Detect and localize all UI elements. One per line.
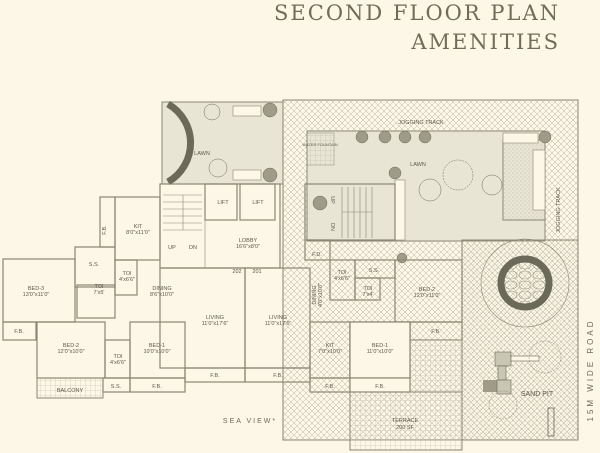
sand-pit-label: SAND PIT xyxy=(521,391,554,398)
amenity-area xyxy=(161,99,579,441)
fb-label: F.B. xyxy=(375,384,385,390)
fb-label: F.B. xyxy=(273,373,283,379)
toi-dim: 4'x6'6" xyxy=(119,277,135,283)
lift-2-label: LIFT xyxy=(252,200,264,206)
kit-dim: 7'0"x10'0" xyxy=(318,349,342,355)
bed-2-label: BED-2 xyxy=(419,287,435,293)
water-fountain-label: WATER FOUNTAIN xyxy=(302,142,337,147)
fb-label: F.B. xyxy=(325,384,335,390)
stone-circle xyxy=(497,255,553,311)
curved-planter xyxy=(166,100,194,186)
building xyxy=(2,183,463,451)
water-fountain xyxy=(306,132,335,166)
trees xyxy=(203,102,552,264)
bed-1-label: BED-1 xyxy=(149,343,165,349)
fb-label: F.B. xyxy=(14,329,24,335)
lawn-right-label: LAWN xyxy=(410,162,426,168)
toi-dim: 7'x4' xyxy=(363,292,374,298)
toi-label: TOI xyxy=(113,354,123,360)
bed-1-label: BED-1 xyxy=(372,343,388,349)
toi-label: TOI xyxy=(363,286,373,292)
fb-label: F.B. xyxy=(210,373,220,379)
bed-2-label: BED-2 xyxy=(63,343,79,349)
bed-1-dim: 10'0"x10'0" xyxy=(143,349,170,355)
terrace-label: TERRACE xyxy=(392,418,419,424)
toi-label: TOI xyxy=(94,284,104,290)
toi-label: TOI xyxy=(122,271,132,277)
dining-label: DINING xyxy=(152,286,171,292)
fd-label: F.D. xyxy=(312,252,322,258)
balcony-label: BALCONY xyxy=(57,388,84,394)
lawn-left-label: LAWN xyxy=(194,151,210,157)
play-equipment xyxy=(483,340,562,437)
lift-1-label: LIFT xyxy=(217,200,229,206)
right-stair xyxy=(341,187,373,238)
kit-label: KIT xyxy=(326,343,335,349)
kit-dim: 8'0"x11'0" xyxy=(126,230,150,236)
toi-dim: 7'x5' xyxy=(94,290,105,296)
toi-dim: 4'x6'6" xyxy=(334,276,350,282)
terrace-area-label: 200 SF xyxy=(396,425,414,431)
sea-view-label: SEA VIEW* xyxy=(223,418,277,425)
bed-2-dim: 12'0"x11'0" xyxy=(414,293,441,299)
lobby-label: LOBBY xyxy=(239,238,258,244)
jogging-track-top-label: JOGGING TRACK xyxy=(398,120,444,126)
dining-dim: 8'6"x10'0" xyxy=(150,292,174,298)
bed-1-dim: 11'0"x10'0" xyxy=(367,349,394,355)
left-stair xyxy=(163,194,202,231)
flat-202: KIT 8'0"x11'0" F.B. S.S. TOI 4'x6'6" TOI… xyxy=(14,224,228,394)
living-label: LIVING xyxy=(269,315,287,321)
living-dim: 11'0"x17'6" xyxy=(265,321,292,327)
flat-201-label: 201 xyxy=(252,269,261,275)
lobby-dim: 16'6"x8'0" xyxy=(236,244,260,250)
road-label: 15M WIDE ROAD xyxy=(586,318,595,421)
living-label: LIVING xyxy=(206,315,224,321)
ss-label: S.S. xyxy=(89,262,100,268)
ss-label: S.S. xyxy=(111,384,122,390)
bed-3-dim: 13'0"x11'0" xyxy=(23,292,50,298)
jogging-track-side-label: JOGGING TRACK xyxy=(556,187,562,233)
title-line-1: SECOND FLOOR PLAN xyxy=(274,1,560,25)
living-dim: 11'0"x17'6" xyxy=(202,321,229,327)
kit-label: KIT xyxy=(134,224,143,230)
stair-up-label: UP xyxy=(168,245,176,251)
benches xyxy=(232,105,546,241)
stair-dn-label-2: DN xyxy=(329,223,335,231)
dining-label: DINING xyxy=(312,285,318,304)
fb-shaft-label: F.B. xyxy=(102,225,108,235)
bed-2-dim: 12'0"x10'0" xyxy=(57,349,84,355)
toi-label: TOI xyxy=(337,270,347,276)
flat-202-label: 202 xyxy=(232,269,241,275)
flat-201: LIVING 11'0"x17'6" DINING 4'0"x10'0" TOI… xyxy=(265,268,442,390)
dining-dim: 4'0"x10'0" xyxy=(318,283,324,307)
fb-label: F.B. xyxy=(431,329,441,335)
stair-up-label-2: UP xyxy=(329,196,335,204)
toi-dim: 4'x6'6" xyxy=(110,360,126,366)
title-line-2: AMENITIES xyxy=(410,30,560,54)
ss-label: S.S. xyxy=(369,268,380,274)
fb-label: F.B. xyxy=(152,384,162,390)
stair-dn-label: DN xyxy=(189,245,197,251)
bed-3-label: BED-3 xyxy=(28,286,44,292)
